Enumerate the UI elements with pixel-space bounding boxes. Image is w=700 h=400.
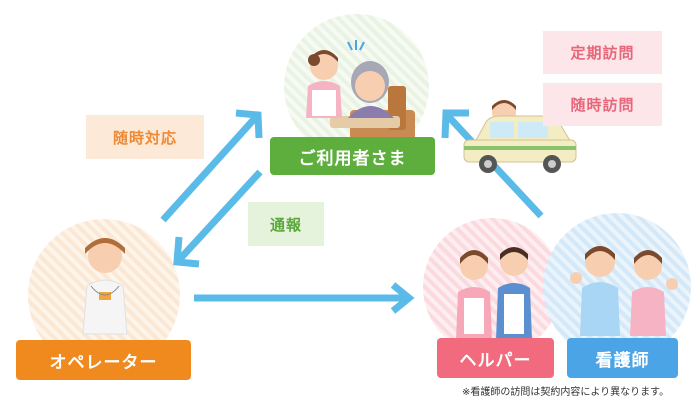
operator-label: オペレーター (16, 340, 191, 380)
nurse-illustration (570, 246, 678, 336)
user-illustration (306, 40, 415, 140)
helper-illustration (456, 247, 532, 340)
helper-circle (423, 218, 561, 356)
nurse-label: 看護師 (567, 338, 678, 378)
on-demand-visit-tag: 随時訪問 (543, 83, 662, 126)
operator-illustration (82, 238, 128, 335)
nurse-circle (543, 213, 691, 361)
scheduled-visit-tag: 定期訪問 (543, 31, 662, 74)
report-tag: 通報 (248, 202, 324, 246)
helper-label: ヘルパー (437, 338, 554, 378)
on-demand-response-tag: 随時対応 (86, 115, 204, 159)
car-illustration (463, 100, 577, 173)
footnote: ※看護師の訪問は契約内容により異なります。 (462, 387, 670, 398)
user-label: ご利用者さま (270, 137, 435, 175)
